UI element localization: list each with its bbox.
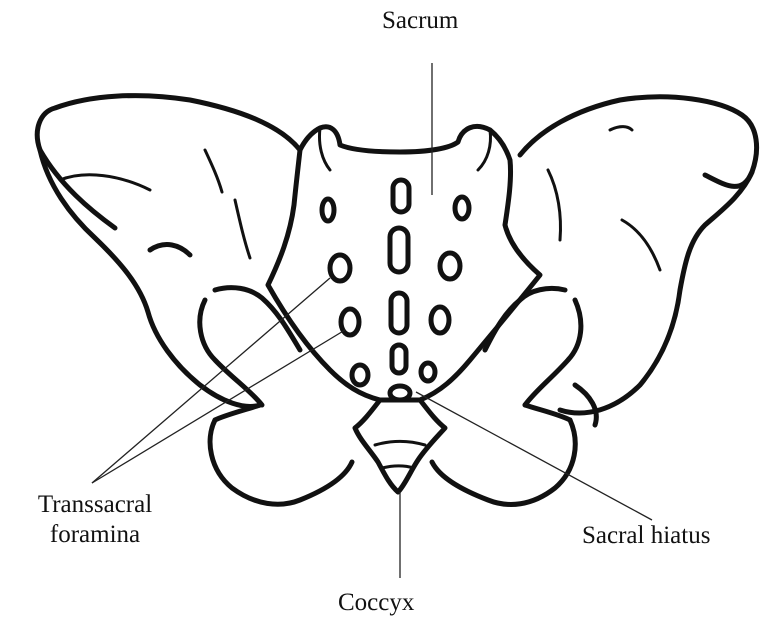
left-ilium [37, 96, 300, 407]
transsacral-label-line2: foramina [10, 520, 180, 550]
transsacral-leader-lower [92, 330, 345, 483]
right-foramina [421, 197, 469, 381]
sacral-hiatus-label: Sacral hiatus [582, 521, 710, 551]
coccyx-label: Coccyx [338, 588, 414, 618]
sacrum-bone [268, 126, 540, 400]
coccyx-bone [355, 386, 445, 492]
sacrum-label: Sacrum [382, 6, 458, 36]
transsacral-label-line1: Transsacral [10, 490, 180, 520]
left-foramina [322, 199, 368, 385]
transsacral-foramina-label: Transsacral foramina [10, 490, 180, 550]
